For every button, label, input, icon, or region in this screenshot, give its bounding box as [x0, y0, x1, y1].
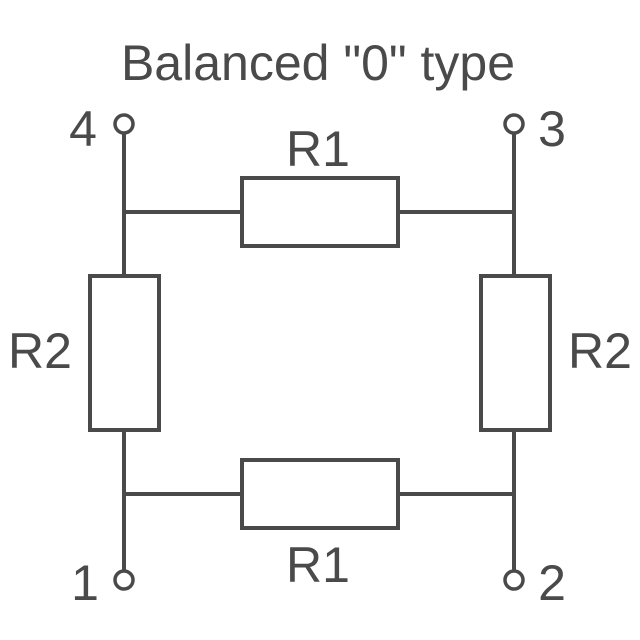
- terminal-3: [503, 113, 525, 135]
- terminal-3-label: 3: [538, 101, 566, 157]
- terminal-4-label: 4: [69, 101, 97, 157]
- terminal-2-label: 2: [538, 555, 566, 611]
- wires: [122, 132, 516, 572]
- terminal-4: [113, 113, 135, 135]
- resistor-right: [479, 274, 552, 432]
- resistor-top-label: R1: [286, 121, 350, 177]
- resistor-left: [88, 274, 161, 432]
- terminal-2: [503, 569, 525, 591]
- resistor-left-label: R2: [8, 323, 72, 379]
- resistor-right-label: R2: [568, 323, 632, 379]
- terminal-1-label: 1: [71, 555, 99, 611]
- resistor-bottom-label: R1: [286, 537, 350, 593]
- terminal-1: [113, 569, 135, 591]
- resistor-top: [240, 176, 400, 248]
- diagram-title: Balanced "0" type: [121, 35, 515, 91]
- resistor-bottom: [240, 458, 400, 530]
